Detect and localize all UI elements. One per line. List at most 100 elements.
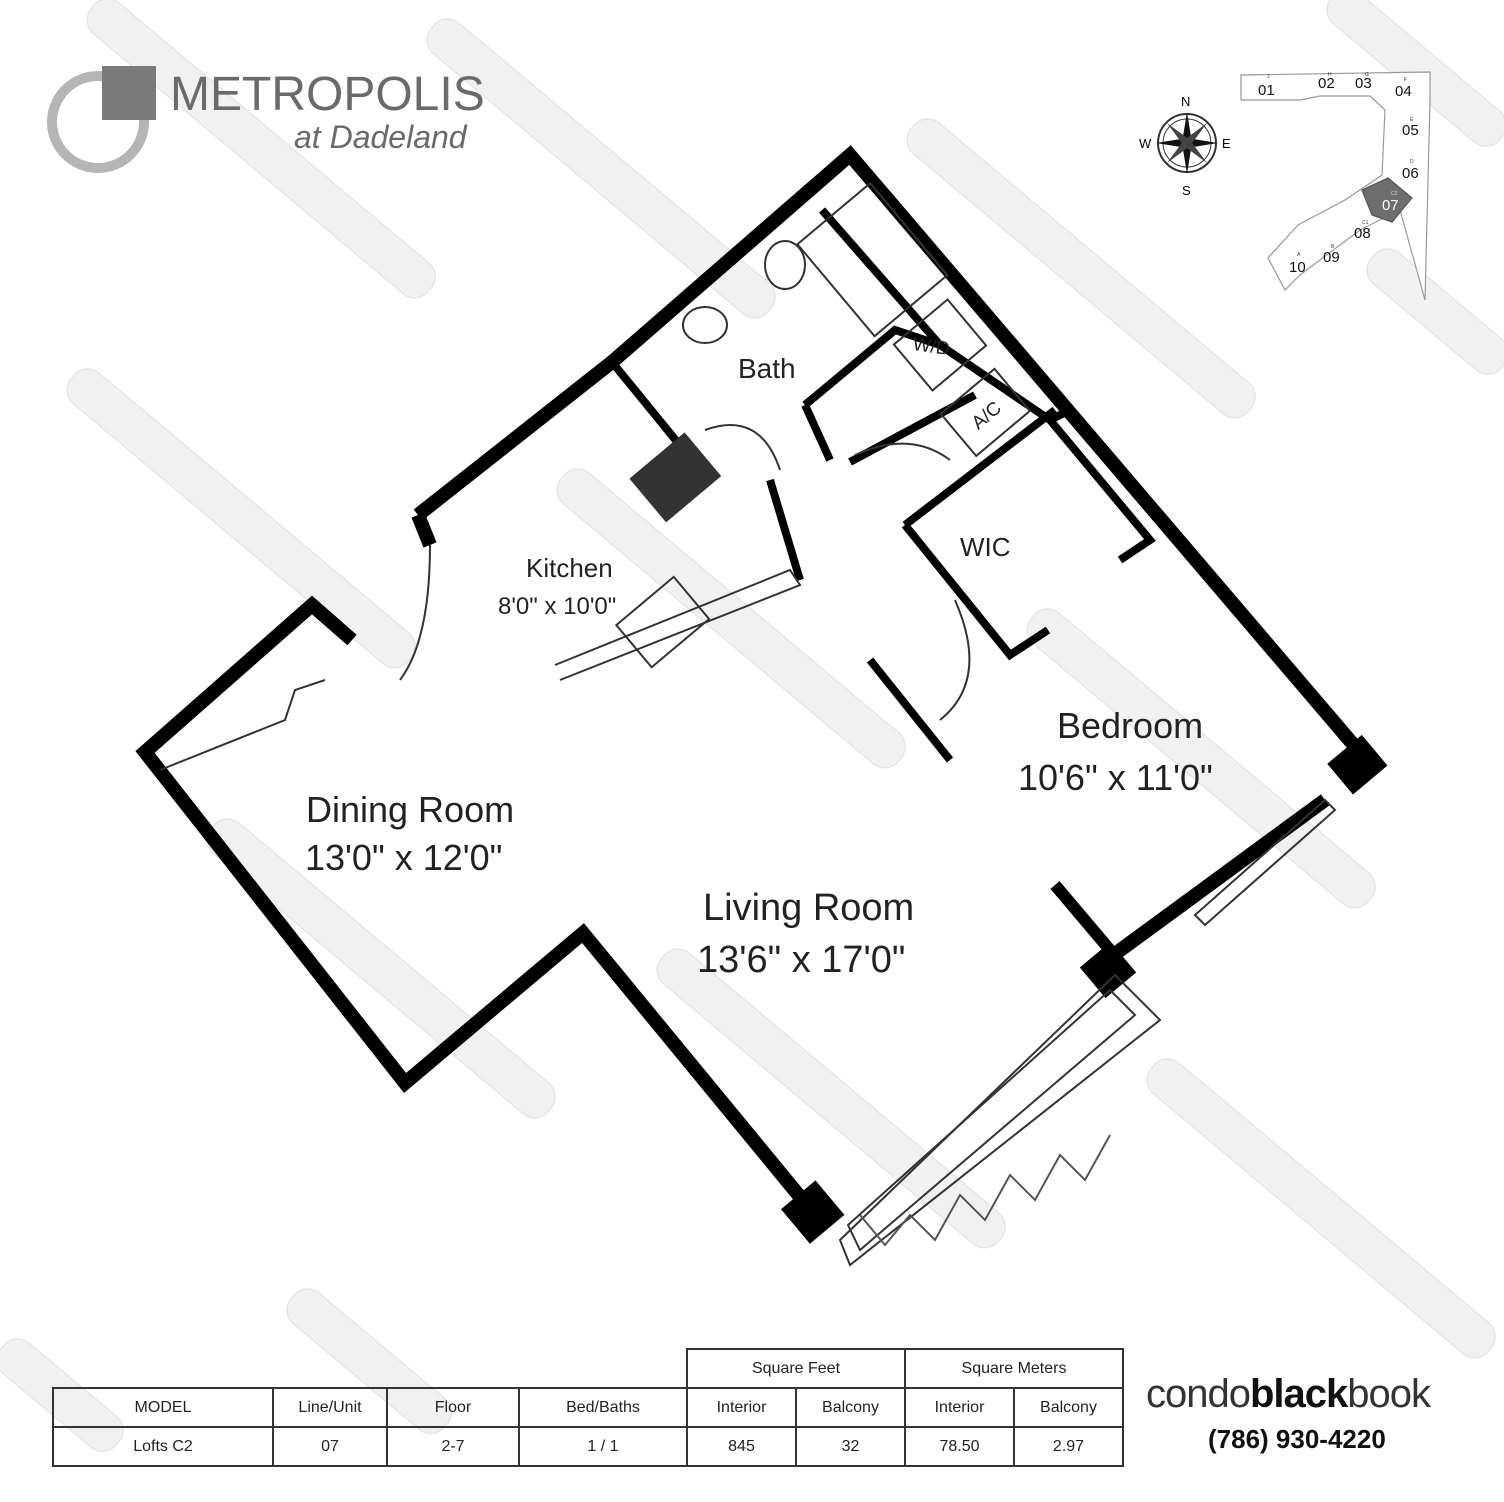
toilet-icon xyxy=(764,240,806,290)
cell-model: Lofts C2 xyxy=(52,1426,274,1467)
brand-part: condo xyxy=(1146,1372,1251,1416)
watermark-band xyxy=(1366,248,1504,375)
key-plan: 01 02 03 04 05 06 07 08 09 10 J H G F E … xyxy=(1240,71,1431,301)
door-swing xyxy=(399,544,431,681)
cell-sqft-balcony: 32 xyxy=(795,1426,906,1467)
blank-cell xyxy=(273,1349,387,1388)
col-floor: Floor xyxy=(386,1387,520,1428)
washer-dryer xyxy=(892,298,988,392)
watermark-band xyxy=(556,468,906,769)
key-unit-03: 03 xyxy=(1355,75,1372,92)
sink-icon xyxy=(682,306,728,344)
door-swing xyxy=(704,424,781,471)
cell-sqm-balcony: 2.97 xyxy=(1013,1426,1124,1467)
key-unit-02: 02 xyxy=(1318,75,1335,92)
cell-sqm-interior: 78.50 xyxy=(904,1426,1015,1467)
table-row: Lofts C2 07 2-7 1 / 1 845 32 78.50 2.97 xyxy=(52,1426,1124,1467)
logo-title: METROPOLIS xyxy=(170,68,485,121)
watermark-band xyxy=(656,948,1006,1249)
cell-sqft-interior: 845 xyxy=(686,1426,797,1467)
door-swing xyxy=(854,442,951,461)
cell-line-unit: 07 xyxy=(272,1426,388,1467)
blank-cell xyxy=(387,1349,519,1388)
key-unit-04: 04 xyxy=(1395,83,1412,100)
door-swing xyxy=(939,599,971,721)
compass-east: E xyxy=(1222,136,1231,151)
key-letter: B xyxy=(1331,244,1335,250)
key-unit-10: 10 xyxy=(1289,259,1306,276)
key-unit-08: 08 xyxy=(1354,225,1371,242)
windows xyxy=(838,798,1337,1267)
dining-size: 13'0" x 12'0" xyxy=(305,837,502,878)
key-letter: F xyxy=(1404,77,1407,83)
brand-part: black xyxy=(1249,1372,1348,1416)
living-label: Living Room xyxy=(703,887,914,929)
watermark-band xyxy=(86,0,436,299)
exterior-walls xyxy=(135,145,1381,1220)
compass-rose-icon: N S E W xyxy=(1139,94,1231,198)
key-unit-05: 05 xyxy=(1402,122,1419,139)
closet-doors xyxy=(159,679,326,771)
phone-number: (786) 930-4220 xyxy=(1208,1424,1386,1454)
kitchen-size: 8'0" x 10'0" xyxy=(498,593,616,620)
compass-north: N xyxy=(1181,94,1190,109)
compass-west: W xyxy=(1139,136,1152,151)
key-letter: G xyxy=(1365,72,1369,78)
ac-label: A/C xyxy=(968,398,1006,434)
blank-cell xyxy=(519,1349,687,1388)
metropolis-logo: METROPOLIS at Dadeland xyxy=(47,66,485,173)
key-letter: A xyxy=(1297,252,1301,258)
compass-south: S xyxy=(1182,183,1191,198)
col-sqm-interior: Interior xyxy=(904,1387,1015,1428)
fixtures xyxy=(159,181,1032,771)
col-line-unit: Line/Unit xyxy=(272,1387,388,1428)
room-labels: Bath W/D A/C WIC Kitchen 8'0" x 10'0" Be… xyxy=(305,334,1213,981)
key-unit-01: 01 xyxy=(1258,82,1275,99)
key-unit-09: 09 xyxy=(1323,249,1340,266)
col-bed-baths: Bed/Baths xyxy=(518,1387,688,1428)
wic-label: WIC xyxy=(960,532,1011,562)
key-letter: C2 xyxy=(1391,191,1398,197)
header-square-feet: Square Feet xyxy=(686,1348,906,1389)
bath-label: Bath xyxy=(738,353,796,384)
key-letter: E xyxy=(1410,117,1414,123)
bathtub-icon xyxy=(796,181,949,338)
dining-label: Dining Room xyxy=(306,789,514,830)
column xyxy=(781,1180,845,1244)
key-letter: H xyxy=(1328,72,1332,78)
header-square-meters: Square Meters xyxy=(904,1348,1124,1389)
bedroom-size: 10'6" x 11'0" xyxy=(1018,757,1213,798)
watermark-band xyxy=(66,368,416,669)
stove-icon xyxy=(629,432,722,523)
watermark-band xyxy=(1146,1058,1496,1359)
key-plan-unit-07-highlight xyxy=(1361,177,1413,223)
column xyxy=(1079,941,1137,999)
watermark-band xyxy=(426,18,776,319)
unit-spec-table: Square Feet Square Meters MODEL Line/Uni… xyxy=(52,1348,1124,1467)
col-sqm-balcony: Balcony xyxy=(1013,1387,1124,1428)
key-letter: D xyxy=(1410,159,1414,165)
cell-floor: 2-7 xyxy=(386,1426,520,1467)
key-unit-06: 06 xyxy=(1402,165,1419,182)
watermark-band xyxy=(906,118,1256,419)
key-letter: J xyxy=(1267,74,1270,80)
cell-bed-baths: 1 / 1 xyxy=(518,1426,688,1467)
kitchen-sink-icon xyxy=(614,575,711,669)
kitchen-label: Kitchen xyxy=(526,553,613,583)
bedroom-label: Bedroom xyxy=(1057,705,1203,746)
living-size: 13'6" x 17'0" xyxy=(697,939,905,981)
col-sqft-balcony: Balcony xyxy=(795,1387,906,1428)
brand-part: book xyxy=(1347,1372,1431,1416)
col-sqft-interior: Interior xyxy=(686,1387,797,1428)
key-unit-07: 07 xyxy=(1382,197,1399,214)
column xyxy=(1327,734,1388,795)
col-model: MODEL xyxy=(52,1387,274,1428)
logo-subtitle: at Dadeland xyxy=(294,119,468,155)
ac-unit xyxy=(939,367,1032,458)
wd-label: W/D xyxy=(911,334,951,360)
key-letter: C1 xyxy=(1362,220,1369,226)
condoblackbook-logo: condoblackbook xyxy=(1146,1372,1431,1417)
watermarks xyxy=(0,0,1504,1453)
